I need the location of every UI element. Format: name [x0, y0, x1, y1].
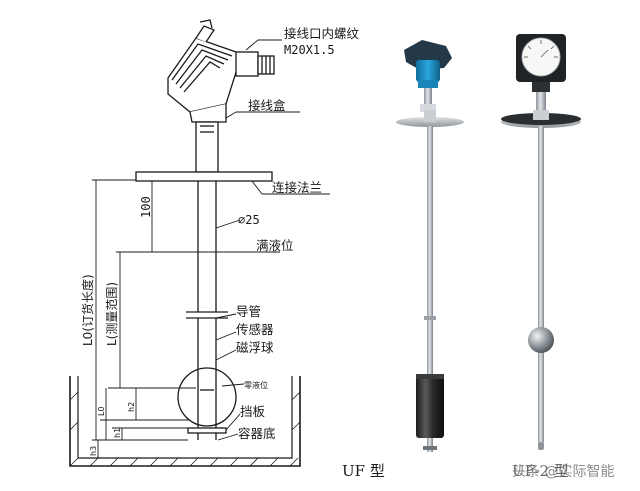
dim-h2-label: h2: [127, 402, 136, 412]
dim-l0-label: L0: [97, 406, 106, 416]
vessel: [69, 376, 301, 467]
uf2-float-ball: [528, 327, 554, 353]
magnetic-float-ball: [177, 367, 237, 427]
vessel-bottom-label: 容器底: [238, 426, 276, 441]
uf-rod: [427, 126, 433, 376]
dim-h3-label: h3: [89, 446, 98, 456]
watermark-text: 头条 @实际智能: [512, 463, 614, 480]
order-length-label: L0(订货长度): [80, 274, 95, 346]
float-ball-label: 磁浮球: [236, 340, 274, 355]
blue-junction-head: [404, 40, 452, 70]
guide-pipe-label: 导管: [236, 304, 261, 319]
thread-note-label: 接线口内螺纹: [284, 26, 360, 41]
upper-stem: [195, 121, 219, 173]
uf2-photo: [501, 34, 581, 450]
thread-spec-label: M20X1.5: [284, 43, 335, 57]
junction-box-head: [167, 19, 275, 123]
uf-photo: [396, 40, 464, 452]
uf2-rod: [538, 126, 544, 442]
baffle-label: 挡板: [240, 404, 266, 419]
connecting-flange: [135, 171, 273, 182]
pipe-diameter-label: ⌀25: [238, 213, 260, 227]
caption-uf2: UF-2 型: [512, 462, 569, 480]
uf-cylinder-float: [416, 374, 444, 438]
dim-h1-label: h1: [113, 428, 122, 438]
junction-box-label: 接线盒: [248, 98, 286, 113]
measure-range-label: L(测量范围): [105, 282, 119, 346]
zero-level-label: 零液位: [244, 380, 268, 390]
caption-uf: UF 型: [342, 462, 385, 480]
sensor-label: 传感器: [236, 322, 274, 337]
full-level-label: 满液位: [256, 238, 294, 253]
flange-label: 连接法兰: [272, 180, 322, 195]
baffle-plate: [187, 427, 227, 434]
dim-100-label: 100: [139, 196, 153, 218]
technical-drawing: [69, 19, 330, 467]
